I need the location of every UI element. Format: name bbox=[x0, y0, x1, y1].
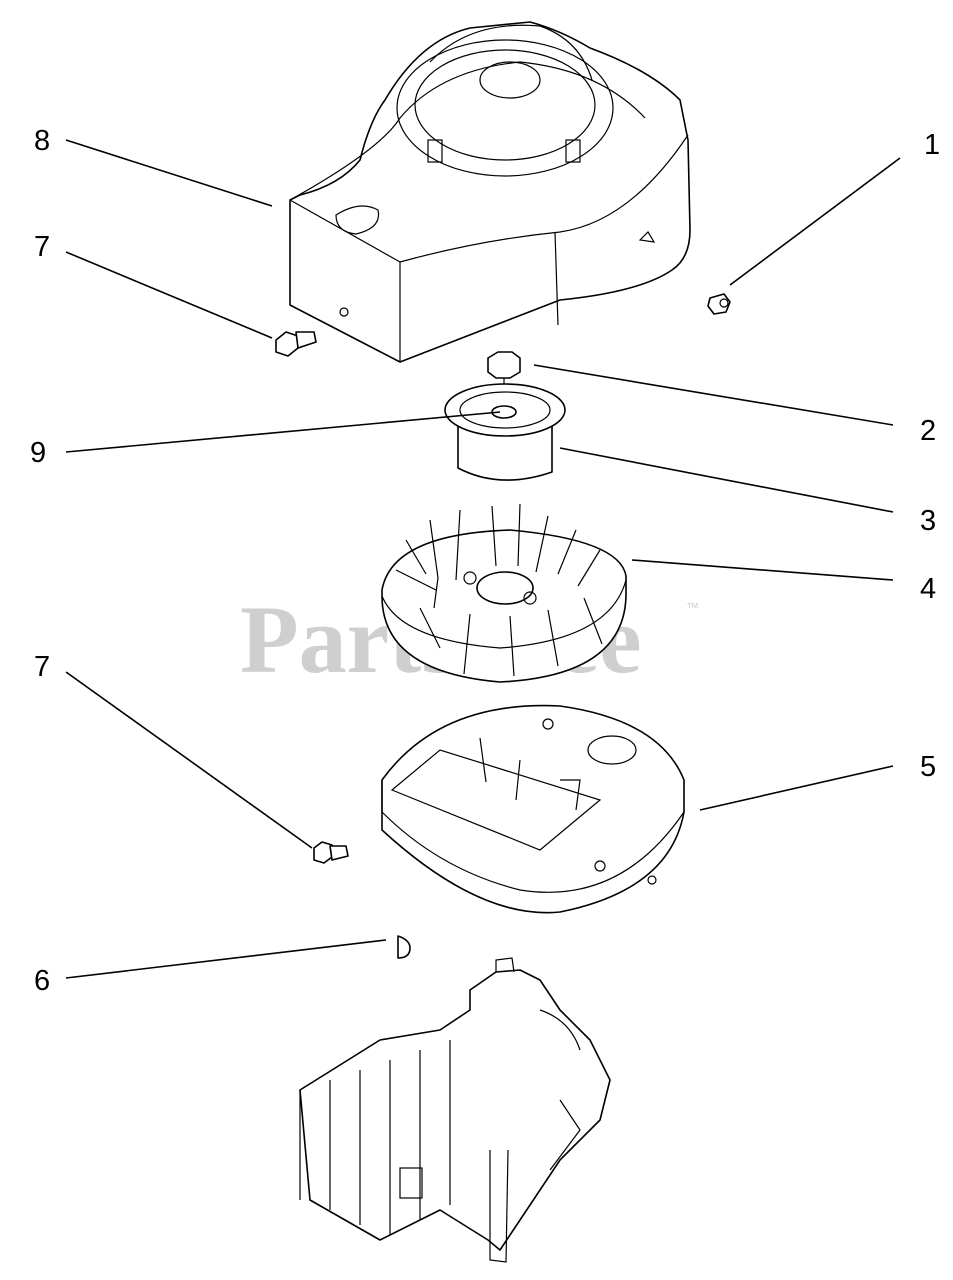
housing-screw-right[interactable] bbox=[707, 293, 731, 315]
callout-9: 9 bbox=[30, 437, 46, 469]
baffle-screw[interactable] bbox=[313, 841, 349, 864]
flywheel-key[interactable] bbox=[397, 935, 411, 959]
starter-cup[interactable] bbox=[444, 383, 566, 481]
callout-2: 2 bbox=[920, 415, 936, 447]
blower-housing[interactable] bbox=[289, 21, 691, 363]
callout-labels: 8 7 1 2 9 3 4 7 5 6 bbox=[30, 125, 940, 997]
callout-6: 6 bbox=[34, 965, 50, 997]
housing-screw-left[interactable] bbox=[275, 331, 317, 357]
callout-4: 4 bbox=[920, 573, 936, 605]
engine-block bbox=[299, 957, 611, 1263]
leader-lines bbox=[65, 139, 901, 979]
callout-3: 3 bbox=[920, 505, 936, 537]
callout-7-lower: 7 bbox=[34, 651, 50, 683]
callout-8: 8 bbox=[34, 125, 50, 157]
cylinder-baffle[interactable] bbox=[381, 704, 685, 914]
callout-7-upper: 7 bbox=[34, 231, 50, 263]
callout-5: 5 bbox=[920, 751, 936, 783]
flywheel[interactable] bbox=[381, 503, 627, 683]
callout-1: 1 bbox=[924, 129, 940, 161]
watermark-trademark: ™ bbox=[686, 600, 699, 615]
